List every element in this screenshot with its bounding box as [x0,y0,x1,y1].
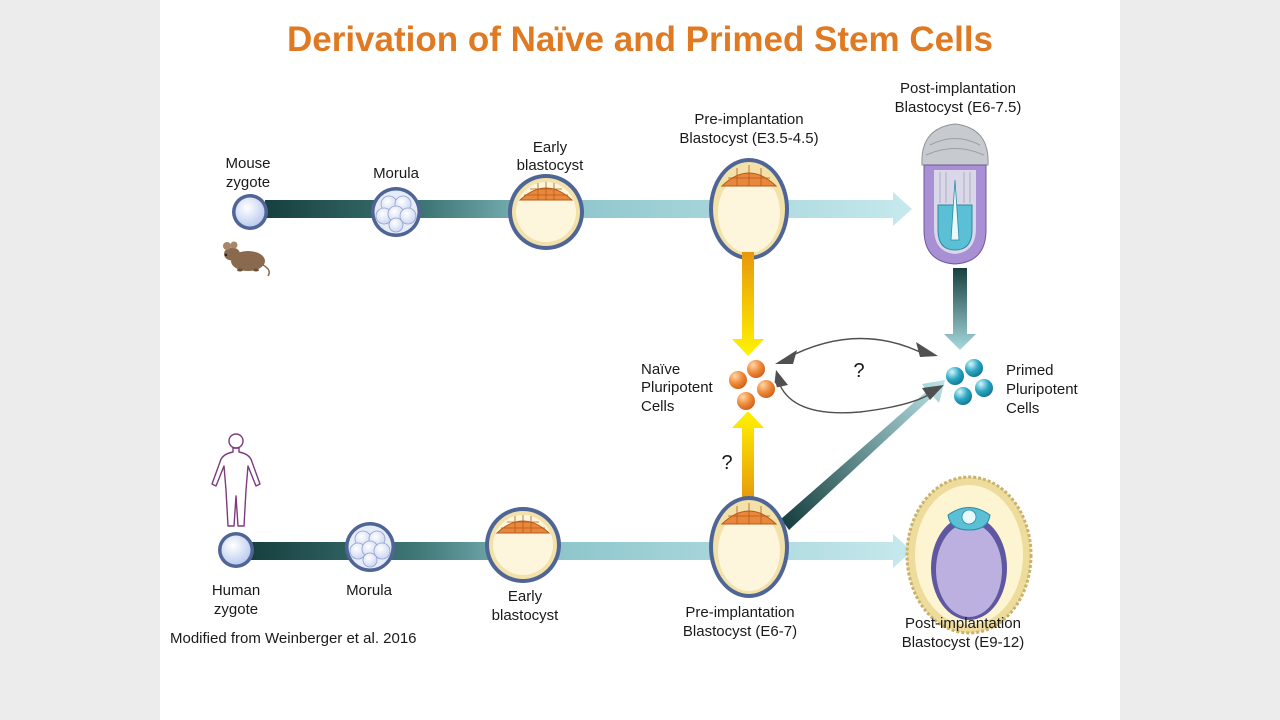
naive-label-1: Naïve [641,361,680,378]
human-early-blastocyst-icon [485,507,561,583]
human-morula-label: Morula [346,582,393,599]
mouse-pre-implantation-label-2: Blastocyst (E3.5-4.5) [679,130,818,147]
mouse-pre-implantation-label-1: Pre-implantation [694,111,803,128]
mouse-post-implantation-label-1: Post-implantation [900,80,1016,97]
naive-arc-tail [774,370,788,388]
mouse-zygote-label-2: zygote [226,174,270,191]
primed-label-3: Cells [1006,400,1039,417]
human-early-blastocyst-label-2: blastocyst [492,607,560,624]
human-zygote-label-2: zygote [214,601,258,618]
page-title: Derivation of Naïve and Primed Stem Cell… [286,20,994,59]
mouse-post-implantation-label-2: Blastocyst (E6-7.5) [895,99,1022,116]
post-to-primed-arrow [944,268,976,350]
human-pre-implantation-label-1: Pre-implantation [685,604,794,621]
primed-to-naive-arc [786,337,929,359]
naive-to-primed-arc [777,379,931,414]
naive-pluripotent-cells-icon [727,358,777,412]
human-zygote-label-1: Human [212,582,260,599]
human-post-implantation-label-1: Post-implantation [905,615,1021,632]
naive-to-primed-arrowhead [922,385,944,400]
mouse-early-blastocyst-label-1: Early [533,139,568,156]
primed-label-2: Pluripotent [1006,381,1079,398]
mouse-lineage-arrow [265,192,912,226]
mouse-to-naive-arrow [732,252,764,356]
human-zygote-icon [218,532,254,568]
mouse-zygote-label-1: Mouse [225,155,270,172]
mouse-morula-icon [371,187,421,237]
human-early-blastocyst-label-1: Early [508,588,543,605]
naive-label-2: Pluripotent [641,379,714,396]
primed-pluripotent-cells-icon [944,357,995,407]
human-post-implantation-label-2: Blastocyst (E9-12) [902,634,1025,651]
primed-to-naive-arrowhead [775,350,797,364]
citation-text: Modified from Weinberger et al. 2016 [170,630,417,647]
human-pre-implantation-blastocyst-icon [709,496,789,598]
conversion-question-mark: ? [853,360,864,382]
mouse-early-blastocyst-label-2: blastocyst [517,157,585,174]
primed-label-1: Primed [1006,362,1054,379]
human-to-naive-arrow [732,411,764,500]
mouse-early-blastocyst-icon [508,174,584,250]
human-figure-icon [211,433,261,527]
mouse-morula-label: Morula [373,165,420,182]
human-morula-icon [345,522,395,572]
mouse-post-implantation-blastocyst-icon [921,123,989,265]
primed-arc-tail [916,342,938,357]
mouse-icon [223,241,270,277]
human-to-primed-arrow [781,380,945,530]
mouse-zygote-icon [232,194,268,230]
human-post-implantation-blastocyst-icon [905,475,1033,635]
mouse-pre-implantation-blastocyst-icon [709,158,789,260]
human-naive-question-mark: ? [721,452,732,474]
naive-label-3: Cells [641,398,674,415]
human-pre-implantation-label-2: Blastocyst (E6-7) [683,623,797,640]
